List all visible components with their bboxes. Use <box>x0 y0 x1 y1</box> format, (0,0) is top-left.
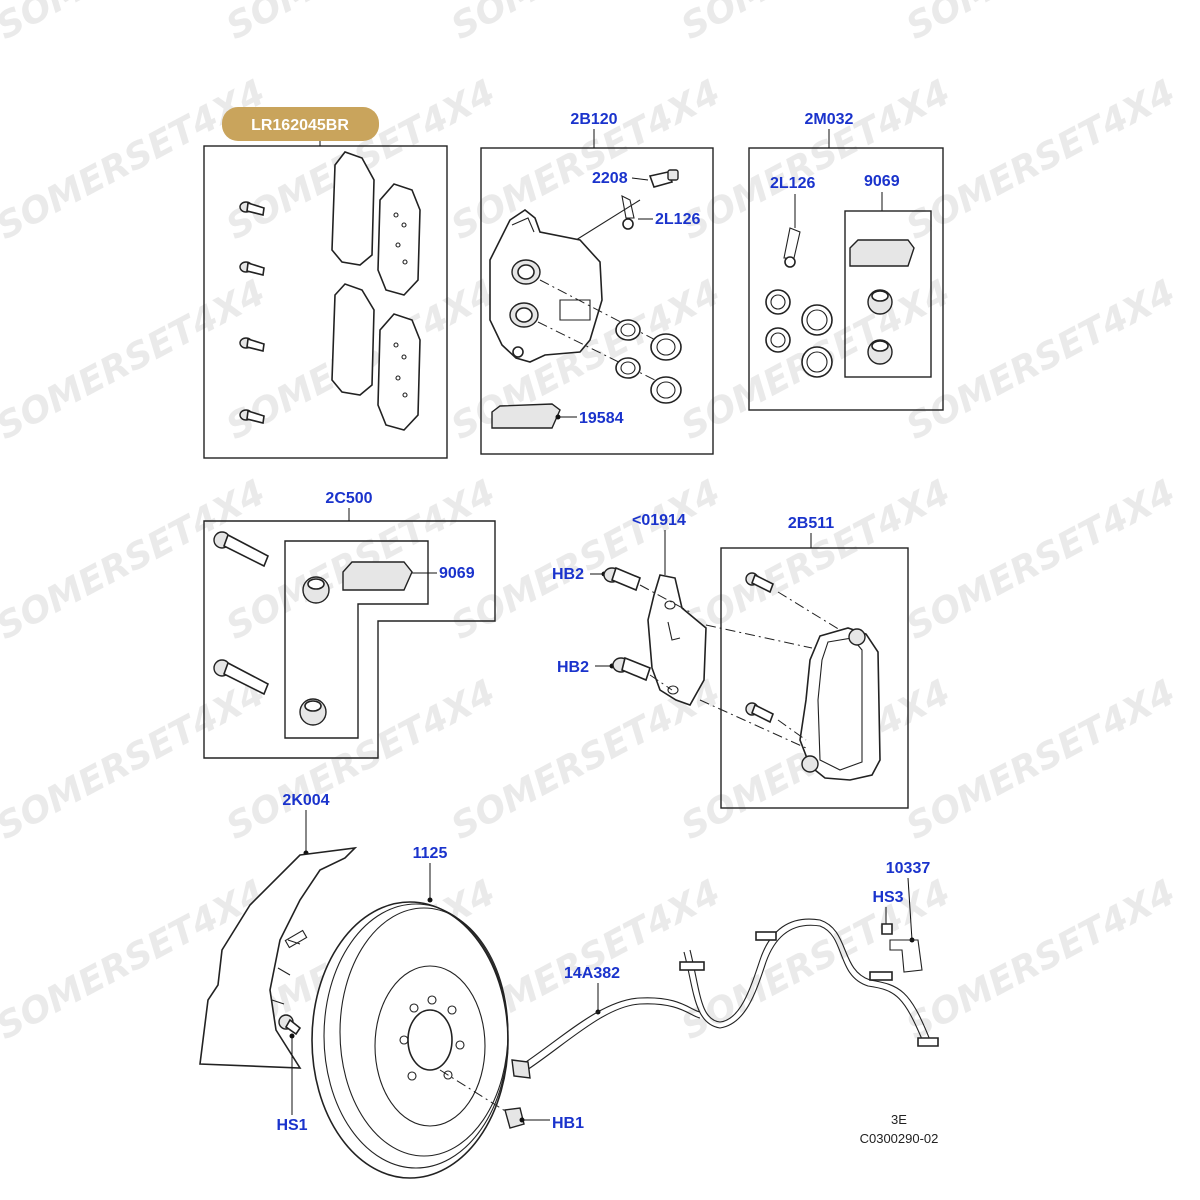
wear-sensor-cable-icon[interactable] <box>511 918 939 1079</box>
disc-screw-icon[interactable] <box>504 1107 525 1129</box>
caliper-carrier-icon[interactable] <box>799 627 881 781</box>
bush-icon[interactable] <box>302 576 330 604</box>
kit-badge-label: LR162045BR <box>251 117 349 134</box>
bolt-icon[interactable] <box>745 702 775 724</box>
callout-2c500[interactable]: 2C500 <box>325 490 372 507</box>
watermark-layer: SOMERSET4X4 SOMERSET4X4 SOMERSET4X4 SOME… <box>0 0 1182 1048</box>
pad-kit-group: LR162045BR <box>203 107 448 459</box>
leader-line <box>631 177 649 181</box>
brake-disc-group: 1125 HB1 <box>311 845 584 1179</box>
seal-kit-group: 2M032 2L126 9069 <box>748 111 944 411</box>
bush-kit-inner-box <box>284 540 429 739</box>
piston-seal-icon[interactable] <box>615 319 641 341</box>
kit-badge[interactable]: LR162045BR <box>222 107 379 141</box>
callout-2b120[interactable]: 2B120 <box>570 111 617 128</box>
seal-ring-icon[interactable] <box>765 289 791 315</box>
callout-2m032[interactable]: 2M032 <box>805 111 854 128</box>
pad-kit-box <box>203 145 448 459</box>
bolt-icon[interactable] <box>612 656 651 682</box>
seal-kit-box <box>748 147 944 411</box>
callout-2k004[interactable]: 2K004 <box>282 792 329 809</box>
callout-14a382[interactable]: 14A382 <box>564 965 620 982</box>
guide-pin-kit-group: 2C500 9069 <box>203 490 496 759</box>
screw-icon[interactable] <box>278 1014 302 1036</box>
callout-19584[interactable]: 19584 <box>579 410 624 427</box>
callout-hb1[interactable]: HB1 <box>552 1115 584 1132</box>
caliper-group: 2B120 2208 2L126 <box>480 111 714 455</box>
callout-hb2[interactable]: HB2 <box>557 659 589 676</box>
callout-2b511[interactable]: 2B511 <box>788 515 834 532</box>
seal-ring-icon[interactable] <box>801 346 833 378</box>
bolt-icon[interactable] <box>239 261 265 276</box>
bolt-icon[interactable] <box>603 566 641 592</box>
callout-10337[interactable]: 10337 <box>886 860 931 877</box>
leader-line <box>907 877 913 941</box>
callout-9069[interactable]: 9069 <box>439 565 475 582</box>
bolt-icon[interactable] <box>239 201 265 216</box>
bolt-icon[interactable] <box>745 572 775 594</box>
sensor-bracket-icon[interactable] <box>881 923 923 973</box>
bush-icon[interactable] <box>867 289 893 315</box>
callout-hb2[interactable]: HB2 <box>552 566 584 583</box>
brake-pad-icon[interactable] <box>377 183 421 296</box>
guide-pin-icon[interactable] <box>213 659 270 696</box>
callout-hs3[interactable]: HS3 <box>872 889 903 906</box>
callout-2208[interactable]: 2208 <box>592 170 628 187</box>
grease-sachet-icon[interactable] <box>342 561 413 591</box>
piston-seal-icon[interactable] <box>615 357 641 379</box>
caliper-box <box>480 147 714 455</box>
piston-seal-icon[interactable] <box>650 333 682 361</box>
callout-hs1[interactable]: HS1 <box>276 1117 307 1134</box>
seal-ring-icon[interactable] <box>765 327 791 353</box>
callout-2l126[interactable]: 2L126 <box>655 211 700 228</box>
callout-2l126[interactable]: 2L126 <box>770 175 815 192</box>
splash-shield-group: 2K004 HS1 <box>199 792 358 1134</box>
kit-badge-shape <box>222 107 379 141</box>
diagram-footer: 3E C0300290-02 <box>860 1112 939 1146</box>
guide-pin-kit-box <box>203 520 496 759</box>
pad-clip-group: <01914 HB2 HB2 <box>552 512 707 706</box>
wear-sensor-group: 14A382 10337 HS3 <box>511 860 939 1079</box>
callout-01914[interactable]: <01914 <box>632 512 686 529</box>
brake-disc-icon[interactable] <box>311 901 509 1179</box>
seal-ring-icon[interactable] <box>801 304 833 336</box>
bush-icon[interactable] <box>299 698 327 726</box>
bleed-screw-icon[interactable] <box>648 169 679 188</box>
brake-pad-icon[interactable] <box>331 283 375 396</box>
footer-code: 3E <box>891 1112 907 1127</box>
guide-pin-icon[interactable] <box>213 531 270 568</box>
callout-1125[interactable]: 1125 <box>413 845 448 862</box>
brake-pad-icon[interactable] <box>331 151 375 266</box>
piston-seal-icon[interactable] <box>650 376 682 404</box>
diagram-reference: C0300290-02 <box>860 1131 939 1146</box>
caliper-body-icon[interactable] <box>489 209 603 363</box>
bush-icon[interactable] <box>867 339 893 365</box>
dust-cap-icon[interactable] <box>621 195 635 230</box>
carrier-group: 2B511 <box>699 515 909 809</box>
carrier-box <box>720 547 909 809</box>
callout-9069[interactable]: 9069 <box>864 173 900 190</box>
bush-kit-inner-box <box>844 210 932 378</box>
grease-sachet-icon[interactable] <box>849 239 915 267</box>
grease-sachet-icon[interactable] <box>491 403 561 429</box>
brake-pad-icon[interactable] <box>377 313 421 431</box>
splash-shield-icon[interactable] <box>199 846 358 1069</box>
bolt-icon[interactable] <box>239 409 265 424</box>
anti-rattle-clip-icon[interactable] <box>647 574 707 706</box>
dust-cap-icon[interactable] <box>783 227 801 268</box>
watermark: SOMERSET4X4 <box>900 0 1182 48</box>
bolt-icon[interactable] <box>239 337 265 352</box>
